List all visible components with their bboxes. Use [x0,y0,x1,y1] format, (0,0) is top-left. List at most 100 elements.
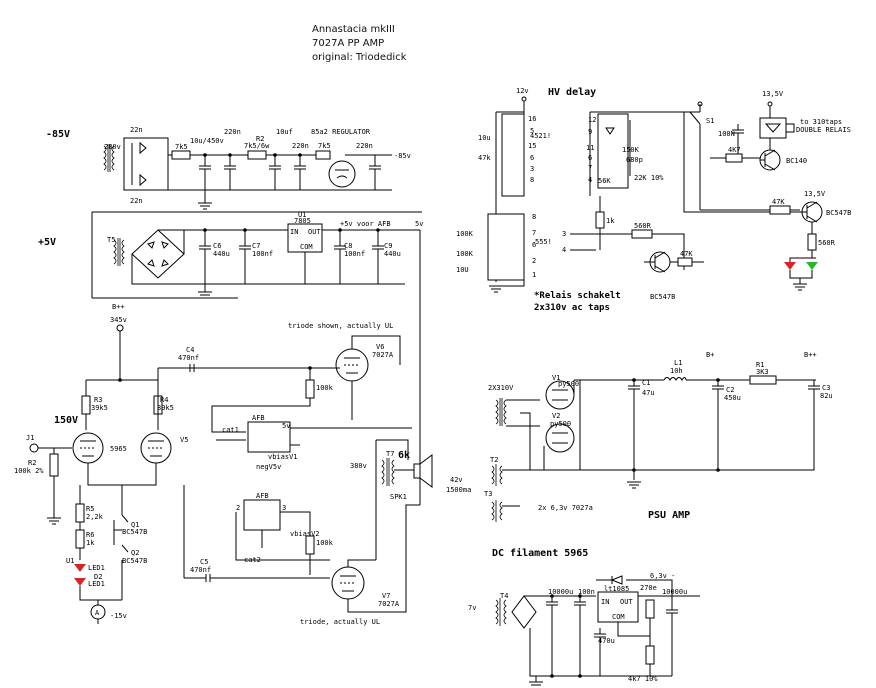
label-10u450v: 10u/450v [190,137,224,145]
label-22n-a: 22n [130,126,143,134]
label-v6: V6 [376,343,384,351]
regulator-lt1085 [597,591,639,623]
label-100k-b: 100k [316,539,334,547]
pin-15: 15 [528,142,536,150]
label-c3-value: 82u [820,392,833,400]
pin-5: 5 [530,127,534,135]
label-100n-b: 100n [578,588,595,596]
label-c6: C6 [213,242,221,250]
switch-icon[interactable] [689,101,703,210]
label-lt1085-in: IN [601,598,609,606]
note-triode-shown: triode shown, actually UL [288,322,393,330]
speaker-icon [413,454,433,488]
input-jack[interactable] [29,443,39,453]
label-22k: 22K 10% [634,174,664,182]
label-q2: Q2 [131,549,139,557]
resistor-7k5-b [315,150,331,160]
label-r5-value: 2,2k [86,513,104,521]
label-vbias1: vbiasV1 [268,453,298,461]
label-u1-led-value: LED1 [88,564,105,572]
plus5v-supply: +5V T5 C6 440u C7 100nf U1 7805 IN OUT C… [38,211,423,505]
resistor-1k [595,211,605,229]
label-13-5v-b: 13,5V [804,190,826,198]
label-r6-value: 1k [86,539,95,547]
resistor-47k [677,257,693,267]
label-10uf: 10uf [276,128,293,136]
label-380v: 380v [350,462,367,470]
label-v7-type: 7027A [378,600,400,608]
label-56k: 56K [598,177,611,185]
header-block: Annastacia mkIII 7027A PP AMP original: … [312,24,407,63]
pin-6b: 6 [532,241,536,249]
label-6-3v: 6,3v - [650,572,675,580]
label-270e: 270e [640,584,657,592]
label-280v: 280v [104,143,121,151]
label-v2: V2 [552,412,560,420]
transistor-bc547b [644,251,671,273]
label-bc547b-a: BC547B [650,293,675,301]
triode-tube-icon [140,432,172,464]
label-s1: S1 [706,117,714,125]
transformer-icon [491,464,503,522]
bridge-rectifier-icon [123,137,169,191]
resistor-r3 [81,395,91,415]
label-b-plus-plus: B++ [112,303,125,311]
ic-4521 [501,113,525,197]
resistor-4k7 [725,153,743,163]
pin-9: 9 [588,128,592,136]
relay-icon [759,117,795,139]
label-7k5-a: 7k5 [175,143,188,151]
rectifier-tube-v2 [545,423,575,453]
label-v7: V7 [382,592,390,600]
label-c8-value: 100nf [344,250,365,258]
led-icon [784,262,818,270]
label-py500-b: py500 [550,420,571,428]
resistor-270e [645,599,655,619]
junction-dots [118,153,720,678]
label-lt1085-out: OUT [620,598,633,606]
label-c1-value: 47u [642,389,655,397]
label-r2-input-value: 100k 2% [14,467,44,475]
label-t4: T4 [500,592,508,600]
label-vbias2: vbiasV2 [290,530,320,538]
label-d2: D2 [94,573,102,581]
pin-4: 4 [588,176,592,184]
label-c4-value: 470nf [178,354,199,362]
resistor-7k5-a [171,150,191,160]
pin-1: 1 [532,271,536,279]
label-85a2-regulator: 85a2 REGULATOR [311,128,371,136]
label-c6-value: 440u [213,250,230,258]
neg85v-supply: -85V 280v 22n 22n 7k5 10u/450v 220n R2 7… [46,126,411,210]
regulator-7805 [287,223,323,253]
label-555: 555! [535,238,552,246]
label-c8: C8 [344,242,352,250]
label-2x310v: 2X310V [488,384,514,392]
section-neg85v: -85V [46,129,70,140]
label-12v: 12v [516,87,529,95]
label-bc140: BC140 [786,157,807,165]
label-v6-type: 7027A [372,351,394,359]
pin-2: 2 [532,257,536,265]
triode-tube-icon [331,566,365,600]
label-pin-2: 2 [236,504,240,512]
transformer-icon [495,598,507,626]
label-py500-a: py500 [558,380,579,388]
resistor-4k7-b [645,645,655,665]
note-relais-switches: *Relais schakelt [534,290,621,301]
label-7k5-b: 7k5 [318,142,331,150]
label-1500ma: 1500ma [446,486,471,494]
pin-4b: 4 [562,246,566,254]
resistor-560r-a [631,229,653,239]
transformer-icon [103,144,115,172]
label-r4: R4 [160,396,168,404]
label-r1: R1 [756,361,764,369]
section-plus5v: +5V [38,237,56,248]
label-5v: 5v [415,220,423,228]
label-6k: 6k [398,450,410,461]
pin-11: 11 [586,144,594,152]
label-c9-value: 440u [384,250,401,258]
label-47k-c: 47K [772,198,785,206]
label-220n-c: 220n [356,142,373,150]
label-pin-3: 3 [282,504,286,512]
label-c2-value: 450u [724,394,741,402]
